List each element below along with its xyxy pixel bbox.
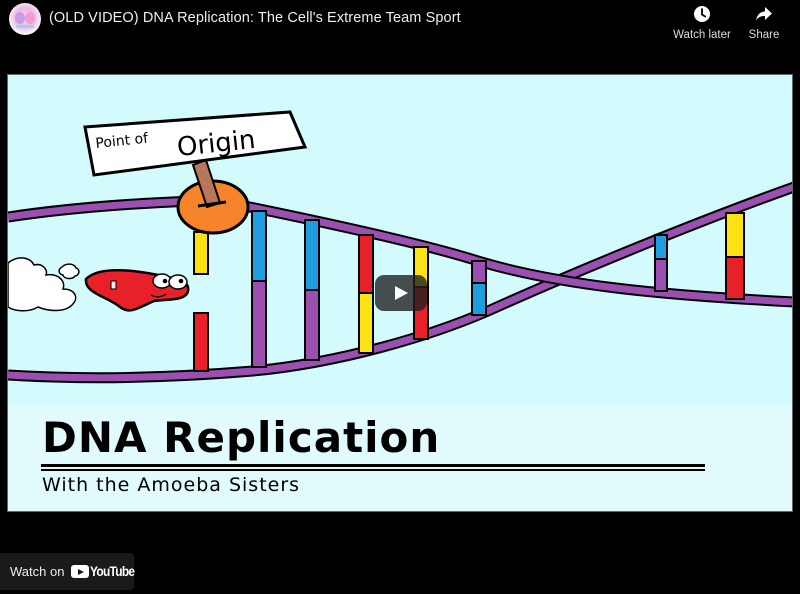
channel-avatar[interactable] (9, 3, 41, 35)
share-arrow-icon (756, 7, 772, 21)
avatar-amoeba-left (15, 12, 25, 24)
youtube-wordmark: YouTube (90, 563, 135, 579)
watch-later-label: Watch later (673, 29, 731, 41)
watch-on-youtube-button[interactable]: Watch on YouTube (0, 553, 135, 590)
play-icon (395, 286, 408, 300)
play-button[interactable] (375, 275, 427, 311)
share-label: Share (748, 29, 780, 41)
clock-icon (694, 6, 710, 22)
video-header: (OLD VIDEO) DNA Replication: The Cell's … (0, 0, 800, 60)
avatar-amoeba-right (25, 12, 35, 24)
avatar-banner (16, 25, 34, 28)
thumbnail-subheadline: With the Amoeba Sisters (42, 474, 301, 496)
watch-later-button[interactable]: Watch later (670, 4, 734, 41)
sign-text-small: Point of (95, 130, 150, 152)
thumbnail-headline: DNA Replication (42, 413, 441, 462)
thumbnail-title-area (8, 405, 792, 511)
youtube-logo-icon (71, 565, 89, 578)
video-title-link[interactable]: (OLD VIDEO) DNA Replication: The Cell's … (49, 10, 461, 26)
share-button[interactable]: Share (732, 4, 796, 41)
headline-underline (41, 464, 705, 467)
headline-underline-thin (41, 469, 705, 471)
dna-illustration: Point of Origin (8, 110, 792, 384)
watch-on-label: Watch on (10, 564, 65, 579)
